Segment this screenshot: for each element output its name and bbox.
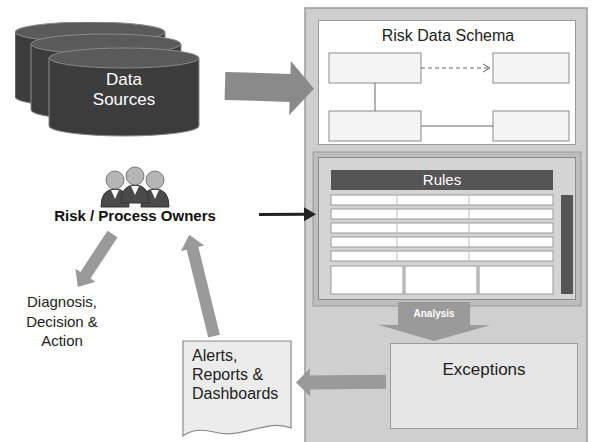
flow-arrow [225, 61, 314, 115]
rule-column [397, 223, 398, 233]
schema-table [329, 53, 421, 83]
report-document: Alerts, Reports & Dashboards [182, 340, 292, 439]
owner-group: Risk / Process Owners [15, 163, 255, 229]
rule-column [469, 209, 470, 219]
rule-row [331, 251, 553, 261]
edge-label: Analysis [411, 308, 456, 319]
schema-link [375, 83, 376, 111]
rule-column [397, 195, 398, 205]
flow-arrow [259, 207, 316, 221]
exceptions-box: Exceptions [390, 343, 578, 429]
rules-header-bar [331, 170, 553, 190]
node-text: Risk / Process Owners [15, 207, 255, 224]
cylinder-body [49, 58, 199, 136]
schema-box: Risk Data Schema [318, 20, 576, 145]
rule-cell [331, 266, 403, 294]
node-text: Diagnosis, Decision & Action [10, 292, 114, 351]
data-source-stack: Data Sources [15, 22, 203, 137]
schema-link [421, 126, 493, 127]
rule-column [469, 251, 470, 261]
rule-column [397, 237, 398, 247]
rules-box: Rules [318, 157, 576, 300]
node-text: Risk Data Schema [319, 27, 577, 45]
schema-link [421, 68, 489, 69]
node-text: Data Sources [84, 70, 164, 111]
rule-row [331, 223, 553, 233]
schema-table [493, 53, 569, 83]
cylinder-top [49, 48, 199, 68]
node-text: Exceptions [391, 344, 577, 380]
rule-row [331, 209, 553, 219]
flow-arrow [296, 368, 386, 396]
node-text: Rules [331, 170, 553, 190]
rule-column [469, 195, 470, 205]
people-icon [101, 167, 169, 207]
flow-arrow [181, 235, 220, 338]
schema-link-head [483, 64, 490, 72]
rule-row [331, 237, 553, 247]
flow-arrow [75, 231, 117, 287]
action-note: Diagnosis, Decision & Action [10, 292, 114, 370]
rule-column [397, 209, 398, 219]
rule-column [469, 237, 470, 247]
rule-column [397, 251, 398, 261]
rule-row [331, 195, 553, 205]
rules-ground [313, 152, 581, 306]
node-text: Alerts, Reports & Dashboards [192, 346, 288, 404]
scroll-bar [561, 195, 573, 294]
schema-table [493, 111, 569, 141]
rule-cell [479, 266, 553, 294]
schema-table [329, 111, 421, 141]
flow-arrow [378, 302, 490, 341]
rule-cell [405, 266, 477, 294]
document-shape [183, 341, 291, 436]
rule-column [469, 223, 470, 233]
